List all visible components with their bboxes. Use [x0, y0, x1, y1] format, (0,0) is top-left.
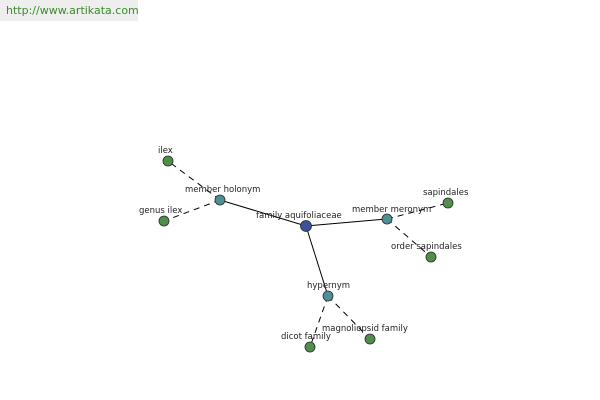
graph-nodes	[158, 155, 454, 353]
node-label-genus-ilex: genus ilex	[139, 206, 182, 216]
node-meronym[interactable]	[381, 213, 393, 225]
node-order-sapindales[interactable]	[425, 251, 437, 263]
edge-center-to-holonym	[219, 199, 307, 227]
node-label-magnoliopsid-family: magnoliopsid family	[322, 324, 408, 334]
url-link[interactable]: http://www.artikata.com	[6, 4, 139, 17]
node-magnoliopsid-family[interactable]	[364, 333, 376, 345]
node-label-meronym: member meronym	[352, 205, 431, 215]
graph-labels: family aquifoliaceae member holonym member…	[139, 146, 469, 342]
node-dicot-family[interactable]	[304, 341, 316, 353]
node-label-ilex: ilex	[158, 146, 173, 156]
edge-holonym-to-genus-ilex	[163, 199, 221, 222]
url-banner: http://www.artikata.com	[0, 0, 139, 21]
edge-hypernym-to-dicot-family	[309, 295, 329, 348]
node-ilex[interactable]	[162, 155, 174, 167]
edge-center-to-hypernym	[305, 225, 329, 297]
node-label-dicot-family: dicot family	[281, 332, 331, 342]
node-label-sapindales: sapindales	[423, 188, 469, 198]
node-sapindales[interactable]	[442, 197, 454, 209]
node-holonym[interactable]	[214, 194, 226, 206]
edge-meronym-to-order-sapindales	[386, 218, 432, 258]
node-genus-ilex[interactable]	[158, 215, 170, 227]
node-label-center: family aquifoliaceae	[256, 211, 342, 221]
node-center[interactable]	[300, 220, 312, 232]
edge-center-to-meronym	[305, 218, 388, 227]
node-hypernym[interactable]	[322, 290, 334, 302]
node-label-hypernym: hypernym	[307, 281, 350, 291]
node-label-order-sapindales: order sapindales	[391, 242, 462, 252]
graph-edges	[163, 160, 449, 348]
node-label-holonym: member holonym	[185, 185, 260, 195]
